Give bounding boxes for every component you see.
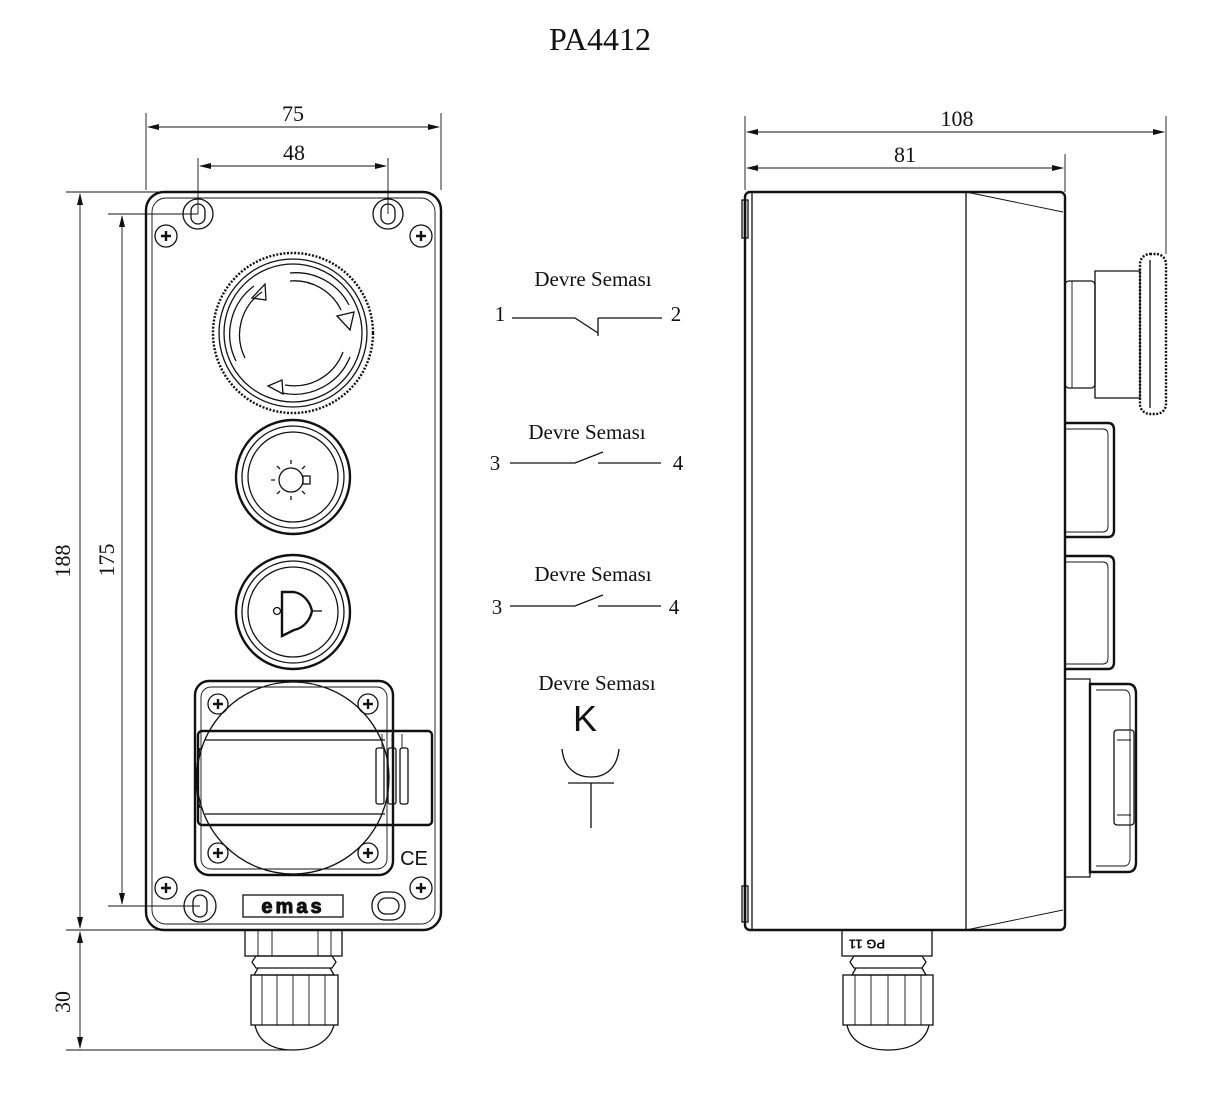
screw-top-right bbox=[409, 224, 433, 248]
gland-label: PG 11 bbox=[849, 937, 885, 952]
enclosure-front-inner bbox=[151, 197, 436, 925]
svg-text:Devre Seması: Devre Seması bbox=[538, 671, 655, 695]
lamp-icon bbox=[271, 460, 311, 500]
svg-text:4: 4 bbox=[673, 451, 684, 475]
svg-text:Devre Seması: Devre Seması bbox=[534, 562, 651, 586]
drawing-title: PA4412 bbox=[549, 21, 651, 57]
horn-pushbutton-side bbox=[1065, 554, 1116, 671]
svg-text:75: 75 bbox=[282, 101, 304, 126]
screw-bottom-left bbox=[154, 876, 178, 900]
circuit-2: Devre Seması 3 4 bbox=[490, 420, 684, 475]
lamp-pushbutton-side bbox=[1065, 421, 1116, 539]
rotate-arrows-icon bbox=[229, 272, 355, 396]
svg-text:175: 175 bbox=[94, 544, 119, 577]
mushroom-head-side bbox=[1138, 252, 1168, 416]
dim-gland-length: 30 bbox=[50, 931, 293, 1051]
svg-text:K: K bbox=[573, 698, 597, 739]
svg-text:48: 48 bbox=[283, 140, 305, 165]
svg-text:3: 3 bbox=[492, 595, 503, 619]
switch-handle bbox=[196, 729, 434, 827]
mounting-hole-bottom-right bbox=[371, 891, 406, 921]
svg-text:Devre Seması: Devre Seması bbox=[528, 420, 645, 444]
svg-text:3: 3 bbox=[490, 451, 501, 475]
switch-screw-bl bbox=[207, 842, 229, 864]
circuit-3: Devre Seması 3 4 bbox=[492, 562, 680, 619]
lamp-pushbutton bbox=[234, 418, 352, 536]
key-switch-side bbox=[1065, 678, 1138, 878]
svg-text:4: 4 bbox=[669, 595, 680, 619]
circuit-diagrams: Devre Seması 1 2 Devre Seması 3 4 Devre … bbox=[490, 267, 684, 828]
emergency-stop-side bbox=[1064, 252, 1168, 416]
circuit-4: Devre Seması K bbox=[538, 671, 656, 828]
dim-width-holes: 48 bbox=[197, 140, 389, 214]
circuit-1: Devre Seması 1 2 bbox=[495, 267, 682, 336]
dim-height-outer: 188 bbox=[50, 191, 245, 931]
cable-gland-side: PG 11 bbox=[841, 929, 934, 1051]
svg-text:81: 81 bbox=[894, 142, 916, 167]
screw-top-left bbox=[154, 224, 178, 248]
horn-icon bbox=[272, 590, 322, 638]
cable-gland-front bbox=[244, 929, 343, 1051]
ce-mark: CE bbox=[400, 848, 428, 870]
switch-screw-tl bbox=[207, 693, 229, 715]
dim-depth-body: 81 bbox=[746, 142, 1066, 192]
brand-logo: emas bbox=[242, 894, 344, 919]
dim-depth-total: 108 bbox=[744, 106, 1167, 254]
svg-text:1: 1 bbox=[495, 302, 506, 326]
key-icon bbox=[375, 734, 409, 805]
svg-text:Devre Seması: Devre Seması bbox=[534, 267, 651, 291]
svg-text:108: 108 bbox=[941, 106, 974, 131]
horn-pushbutton bbox=[234, 553, 352, 671]
side-view: PG 11 108 81 bbox=[741, 106, 1168, 1051]
svg-text:emas: emas bbox=[261, 896, 324, 918]
dim-width-outer: 75 bbox=[145, 101, 442, 190]
emergency-stop-button bbox=[211, 251, 375, 415]
switch-screw-tr bbox=[357, 693, 379, 715]
svg-text:30: 30 bbox=[50, 991, 75, 1013]
front-view: CE emas 75 48 bbox=[50, 101, 443, 1051]
screw-bottom-right bbox=[409, 876, 433, 900]
dim-height-holes: 175 bbox=[94, 213, 200, 907]
switch-screw-br bbox=[357, 842, 379, 864]
enclosure-side-body bbox=[743, 190, 1067, 932]
svg-text:2: 2 bbox=[671, 302, 682, 326]
svg-text:188: 188 bbox=[50, 545, 75, 578]
key-switch bbox=[193, 679, 434, 877]
